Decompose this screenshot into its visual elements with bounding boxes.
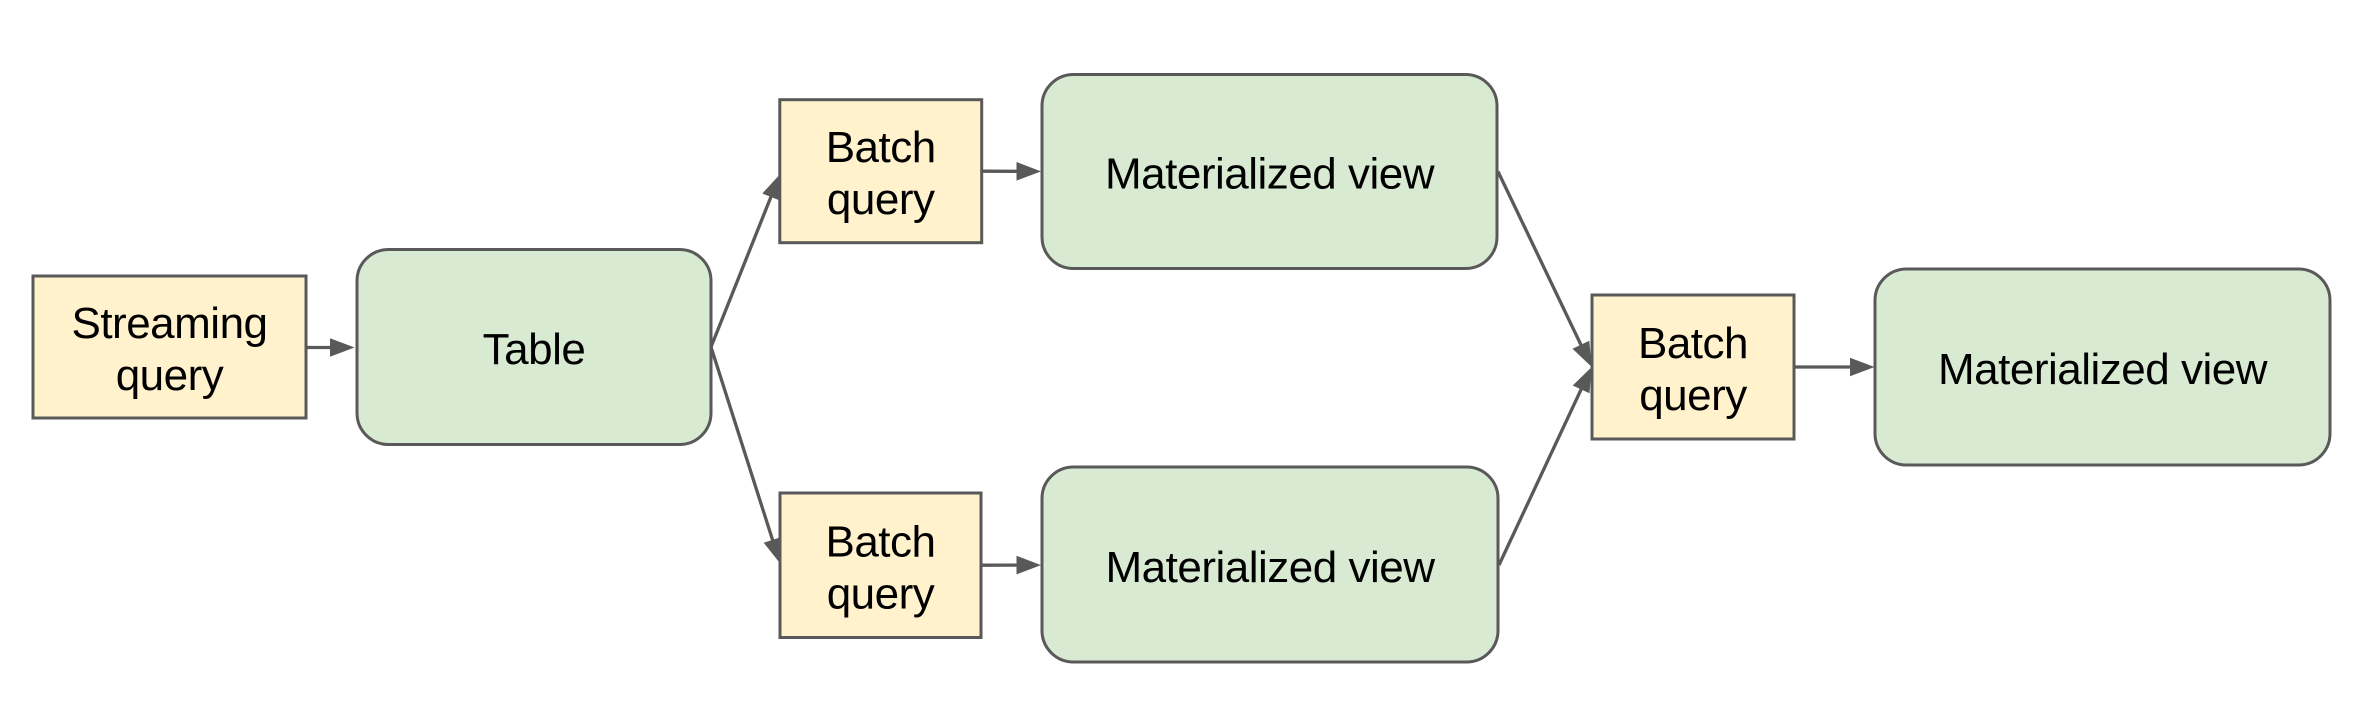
svg-text:Batch: Batch bbox=[1638, 319, 1748, 368]
svg-text:Materialized view: Materialized view bbox=[1938, 345, 2268, 394]
svg-text:query: query bbox=[1639, 371, 1747, 420]
svg-text:Materialized view: Materialized view bbox=[1105, 150, 1435, 199]
svg-text:query: query bbox=[827, 569, 935, 618]
svg-text:Table: Table bbox=[483, 325, 586, 374]
svg-text:query: query bbox=[116, 351, 224, 400]
svg-text:Streaming: Streaming bbox=[71, 299, 267, 348]
svg-text:Batch: Batch bbox=[826, 123, 936, 172]
svg-text:Materialized view: Materialized view bbox=[1106, 543, 1436, 592]
svg-text:query: query bbox=[827, 175, 935, 224]
svg-text:Batch: Batch bbox=[825, 517, 935, 566]
